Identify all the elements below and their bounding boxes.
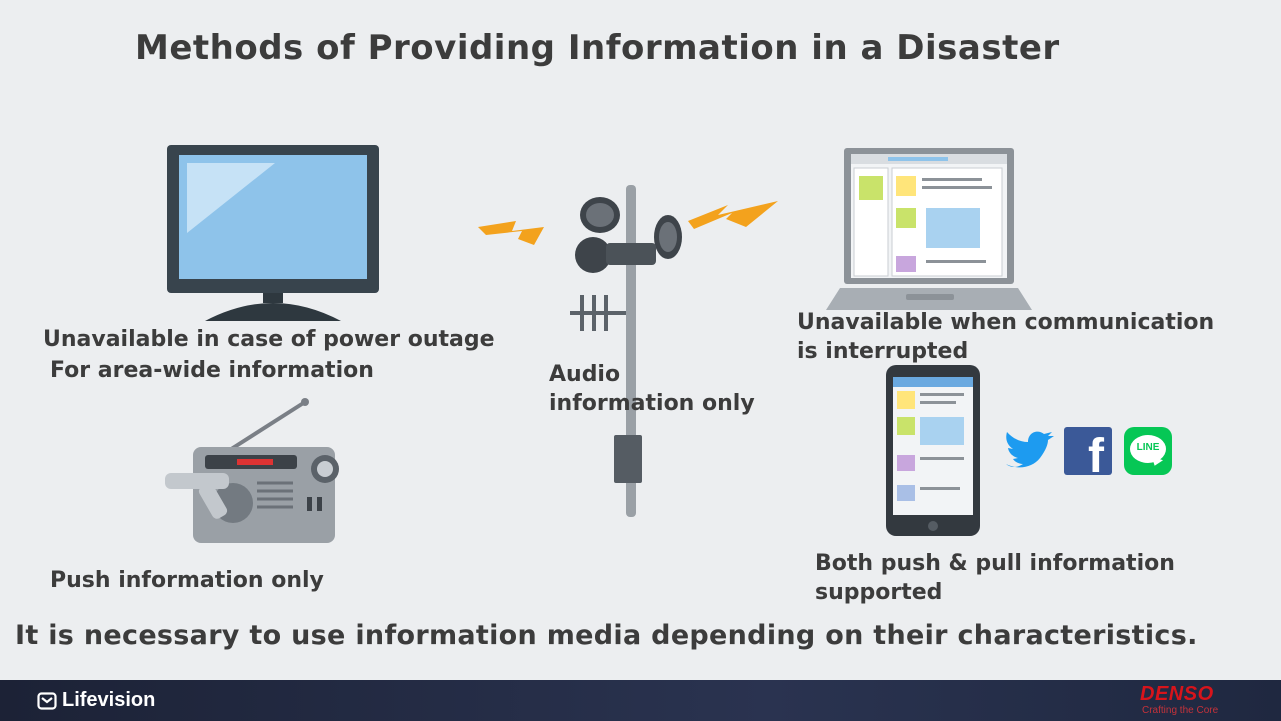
television-icon (167, 145, 379, 321)
sound-wave-left-icon (478, 221, 544, 245)
mail-icon (37, 691, 57, 710)
radio-caption: Push information only (50, 568, 324, 593)
twitter-bird-icon (1006, 431, 1054, 468)
laptop-icon (826, 148, 1032, 310)
sound-wave-right-icon (688, 201, 778, 229)
smartphone-icon (886, 365, 980, 536)
speaker-caption-line2: information only (549, 391, 755, 416)
speaker-caption-line1: Audio (549, 362, 621, 387)
lifevision-logo: Lifevision (37, 689, 155, 712)
line-icon: LINE (1124, 427, 1172, 475)
laptop-caption-line1: Unavailable when communication (797, 310, 1215, 335)
laptop-caption-line2: is interrupted (797, 339, 969, 364)
smartphone-caption-line2: supported (815, 580, 943, 605)
tv-caption-line2: For area-wide information (50, 358, 374, 383)
facebook-icon: f (1064, 427, 1112, 475)
tv-caption-line1: Unavailable in case of power outage (43, 327, 495, 352)
footer-bar (0, 680, 1281, 721)
outdoor-speaker-icon (478, 185, 778, 517)
smartphone-caption-line1: Both push & pull information (815, 551, 1175, 576)
summary-statement: It is necessary to use information media… (15, 620, 1198, 651)
page-title: Methods of Providing Information in a Di… (135, 28, 1060, 68)
denso-tagline: Crafting the Core (1142, 705, 1219, 716)
radio-icon (165, 398, 339, 543)
denso-logo: DENSO (1140, 683, 1214, 705)
